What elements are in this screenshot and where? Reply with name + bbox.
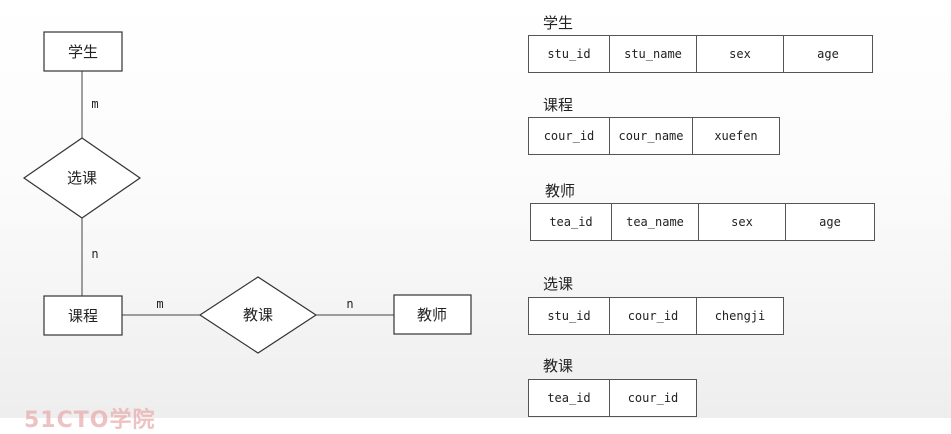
- entity-course-label: 课程: [68, 307, 98, 325]
- schema-table-course: cour_id cour_name xuefen: [528, 117, 780, 155]
- schema-label-course: 课程: [543, 96, 574, 114]
- relationship-teach-label: 教课: [243, 306, 273, 324]
- cardinality-select-student: m: [91, 97, 98, 111]
- cardinality-teach-teacher: n: [346, 297, 353, 311]
- table-cell: sex: [698, 203, 786, 241]
- schema-table-teach: tea_id cour_id: [528, 379, 697, 417]
- table-cell: cour_id: [609, 297, 697, 335]
- cardinality-teach-course: m: [156, 297, 163, 311]
- table-cell: stu_id: [528, 297, 610, 335]
- table-row: cour_id cour_name xuefen: [528, 117, 780, 155]
- table-cell: age: [785, 203, 875, 241]
- table-cell: stu_name: [609, 35, 697, 73]
- table-cell: age: [783, 35, 873, 73]
- table-cell: cour_name: [609, 117, 693, 155]
- er-diagram: 学生 选课 课程 教课 教师 m n m n: [22, 31, 472, 354]
- table-row: stu_id cour_id chengji: [528, 297, 784, 335]
- table-cell: tea_id: [528, 379, 610, 417]
- schema-table-student: stu_id stu_name sex age: [528, 35, 873, 73]
- schema-table-teacher: tea_id tea_name sex age: [530, 203, 875, 241]
- table-cell: cour_id: [609, 379, 697, 417]
- table-cell: tea_name: [611, 203, 699, 241]
- schema-label-teacher: 教师: [545, 182, 576, 200]
- relationship-select-label: 选课: [67, 169, 97, 187]
- entity-student-label: 学生: [68, 43, 98, 61]
- entity-course: 课程: [43, 295, 123, 336]
- relationship-teach: 教课: [198, 276, 318, 354]
- schema-label-student: 学生: [543, 14, 574, 32]
- cardinality-select-course: n: [91, 247, 98, 261]
- table-cell: cour_id: [528, 117, 610, 155]
- diagram-canvas: 学生 选课 课程 教课 教师 m n m n 学生 stu_id: [22, 14, 875, 433]
- table-row: tea_id tea_name sex age: [530, 203, 875, 241]
- table-cell: sex: [696, 35, 784, 73]
- table-row: stu_id stu_name sex age: [528, 35, 873, 73]
- entity-teacher: 教师: [393, 294, 472, 335]
- table-row: tea_id cour_id: [528, 379, 697, 417]
- schema-label-teach: 教课: [543, 357, 574, 375]
- relationship-select: 选课: [22, 137, 142, 219]
- entity-student: 学生: [43, 31, 123, 72]
- table-cell: tea_id: [530, 203, 612, 241]
- schema-table-select: stu_id cour_id chengji: [528, 297, 784, 335]
- entity-teacher-label: 教师: [417, 306, 447, 324]
- table-cell: chengji: [696, 297, 784, 335]
- table-cell: xuefen: [692, 117, 780, 155]
- table-cell: stu_id: [528, 35, 610, 73]
- schema-label-select: 选课: [543, 275, 574, 293]
- watermark-logo: 51CTO学院: [24, 408, 156, 433]
